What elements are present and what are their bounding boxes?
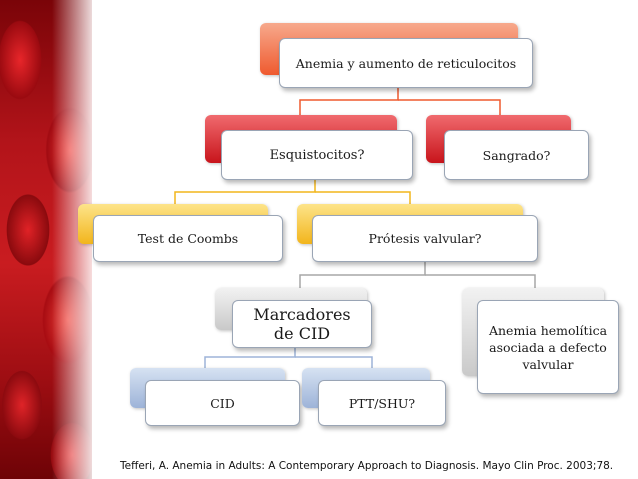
root-node-label: Anemia y aumento de reticulocitos — [295, 55, 517, 71]
marcadores-label: Marcadores de CID — [253, 305, 351, 343]
esquistocitos-label: Esquistocitos? — [269, 147, 365, 163]
coombs-node: Test de Coombs — [93, 215, 283, 262]
anemia-hemolitica-node: Anemia hemolítica asociada a defecto val… — [477, 300, 619, 394]
connector-esquistocitos — [174, 180, 411, 204]
marcadores-node: Marcadores de CID — [232, 300, 372, 348]
sangrado-label: Sangrado? — [482, 147, 551, 163]
ptt-label: PTT/SHU? — [348, 395, 416, 411]
protesis-node: Prótesis valvular? — [312, 215, 538, 262]
root-node: Anemia y aumento de reticulocitos — [279, 38, 533, 88]
ptt-node: PTT/SHU? — [318, 380, 446, 426]
connector-protesis — [299, 262, 536, 288]
connector-root — [299, 86, 501, 115]
sangrado-node: Sangrado? — [444, 130, 589, 180]
cid-label: CID — [210, 395, 235, 411]
cid-node: CID — [145, 380, 300, 426]
coombs-label: Test de Coombs — [137, 231, 239, 246]
anemia-hemolitica-label: Anemia hemolítica asociada a defecto val… — [488, 322, 608, 372]
protesis-label: Prótesis valvular? — [368, 231, 482, 246]
citation-text: Tefferi, A. Anemia in Adults: A Contempo… — [120, 460, 614, 472]
esquistocitos-node: Esquistocitos? — [221, 130, 413, 180]
connector-marcadores — [204, 346, 373, 368]
